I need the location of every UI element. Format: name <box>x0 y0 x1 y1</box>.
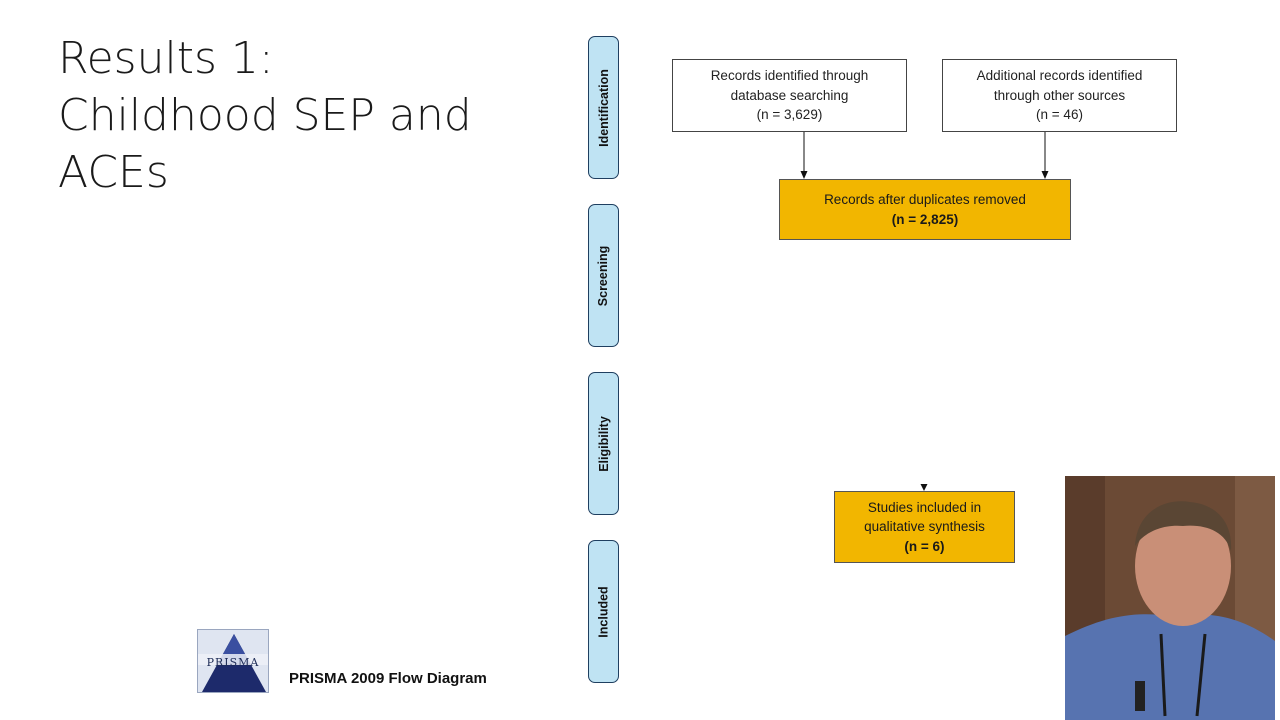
deduplicated-count: (n = 2,825) <box>891 211 959 227</box>
phase-identification-label: Identification <box>596 68 611 147</box>
speaker-video <box>1065 476 1275 720</box>
phase-eligibility-label: Eligibility <box>596 415 611 472</box>
phase-screening-label: Screening <box>596 245 611 306</box>
phase-screening: Screening <box>588 204 619 347</box>
phase-included-label: Included <box>596 585 611 638</box>
db-records-line1: Records identified through <box>710 68 869 84</box>
other-records-line1: Additional records identified <box>976 68 1143 84</box>
prisma-footer-label: PRISMA 2009 Flow Diagram <box>289 670 487 687</box>
arrowhead-db-to-dedup <box>800 171 808 179</box>
db-records-line2: database searching <box>730 87 849 103</box>
included-line1: Studies included in <box>867 499 982 515</box>
slide-title: Results 1: Childhood SEP and ACEs <box>58 30 538 201</box>
phase-eligibility: Eligibility <box>588 372 619 515</box>
other-records-box: Additional records identified through ot… <box>942 59 1177 132</box>
db-records-box: Records identified through database sear… <box>672 59 907 132</box>
prisma-logo: PRISMA <box>197 629 269 693</box>
speaker-figure <box>1065 476 1275 720</box>
included-line2: qualitative synthesis <box>864 519 985 535</box>
prisma-logo-wordmark: PRISMA <box>206 656 260 669</box>
arrowhead-other-to-dedup <box>1041 171 1049 179</box>
title-line-1: Results 1: <box>58 33 274 84</box>
phase-included: Included <box>588 540 619 683</box>
included-count: (n = 6) <box>904 538 945 554</box>
other-records-line2: through other sources <box>993 87 1126 103</box>
prisma-logo-graphic <box>198 630 268 692</box>
title-line-3: ACEs <box>58 147 169 198</box>
other-records-count: (n = 46) <box>1036 107 1083 123</box>
included-studies-box: Studies included in qualitative synthesi… <box>834 491 1015 563</box>
arrowhead-into-included <box>920 484 928 491</box>
title-line-2: Childhood SEP and <box>58 90 472 141</box>
phase-identification: Identification <box>588 36 619 179</box>
db-records-count: (n = 3,629) <box>756 107 823 123</box>
deduplicated-box: Records after duplicates removed (n = 2,… <box>779 179 1071 240</box>
deduplicated-line1: Records after duplicates removed <box>824 192 1026 207</box>
